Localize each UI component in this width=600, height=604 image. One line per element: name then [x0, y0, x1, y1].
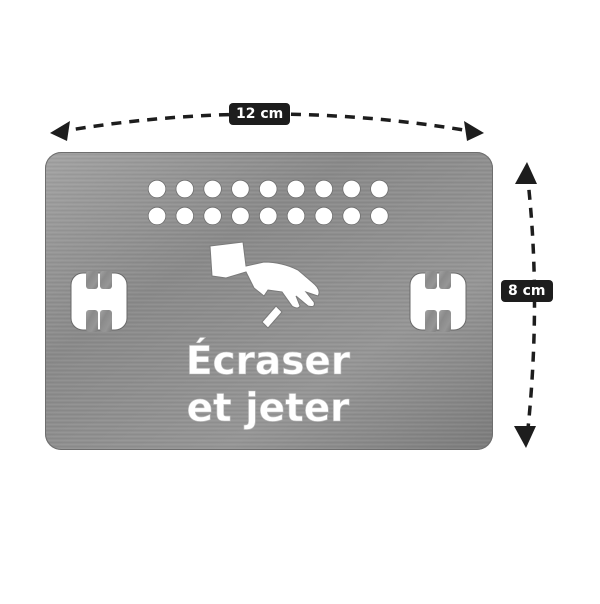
ventilation-hole: [342, 206, 361, 226]
ventilation-holes: [147, 179, 389, 226]
ventilation-hole: [147, 206, 167, 226]
ventilation-hole: [259, 179, 278, 199]
width-arrowhead-right: [464, 121, 484, 141]
ventilation-hole: [231, 206, 250, 226]
width-dimension-label: 12 cm: [229, 103, 291, 125]
ventilation-hole: [370, 206, 389, 226]
ventilation-hole: [370, 179, 389, 199]
width-arrowhead-left: [50, 121, 70, 141]
ventilation-hole: [314, 179, 334, 199]
metal-plate: [45, 152, 493, 450]
ventilation-hole: [286, 206, 306, 226]
ventilation-hole: [175, 179, 195, 199]
ventilation-hole: [203, 206, 222, 226]
hand-dropping-cigarette-icon: [209, 241, 320, 329]
ventilation-hole: [314, 206, 334, 226]
width-dimension-arrow: [57, 112, 477, 134]
height-dimension-arrow: [525, 171, 537, 439]
plate-text-line2: et jeter: [187, 386, 351, 431]
ventilation-hole: [342, 179, 361, 199]
ventilation-hole: [259, 206, 278, 226]
h-slot-cutout-left: [70, 271, 128, 332]
plate-text-line1: Écraser: [186, 337, 351, 384]
ventilation-hole: [286, 179, 306, 199]
ventilation-hole: [231, 179, 250, 199]
height-dimension-label: 8 cm: [501, 280, 553, 302]
height-arrowhead-top: [515, 162, 537, 184]
h-slot-cutout-right: [409, 271, 467, 332]
ventilation-hole: [147, 179, 167, 199]
height-arrowhead-bottom: [514, 426, 536, 448]
ventilation-hole: [175, 206, 195, 226]
ventilation-hole: [203, 179, 222, 199]
